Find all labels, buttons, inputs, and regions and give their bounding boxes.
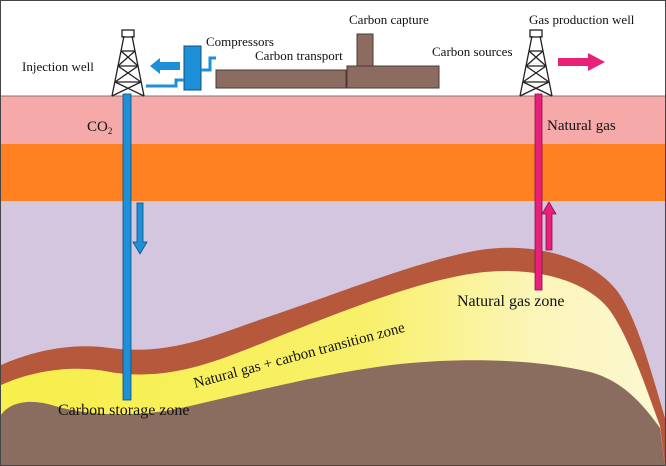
co2-flow-arrow-left [150,58,180,74]
carbon-capture-label: Carbon capture [349,12,429,27]
gas-flow-arrow-right [558,53,605,71]
natural-gas-label: Natural gas [547,118,616,134]
layer-orange [1,144,665,201]
gas-production-well-label: Gas production well [529,12,635,27]
carbon-transport-pipeline [215,69,347,89]
natural-gas-zone-label: Natural gas zone [457,293,565,310]
injection-well-label: Injection well [22,59,94,74]
carbon-storage-zone-label: Carbon storage zone [58,402,190,419]
production-up-arrow [541,201,557,251]
carbon-transport-label: Carbon transport [255,48,343,63]
production-well-derrick-icon [519,29,553,97]
injection-down-arrow [132,202,148,255]
layer-pink [1,96,665,144]
compressor-pipe [201,56,216,72]
production-well-pipe [534,93,543,291]
carbon-sources-label: Carbon sources [432,44,513,59]
co2-label: CO2 [87,119,112,136]
injection-feed-pipe [146,78,184,88]
injection-well-derrick-icon [111,29,145,97]
compressors-label: Compressors [206,34,274,49]
bedrock-layer [1,360,665,465]
carbon-capture-stack [356,33,374,67]
injection-well-pipe [122,93,132,401]
carbon-sources-facility [346,65,440,89]
compressor-unit [183,45,202,91]
